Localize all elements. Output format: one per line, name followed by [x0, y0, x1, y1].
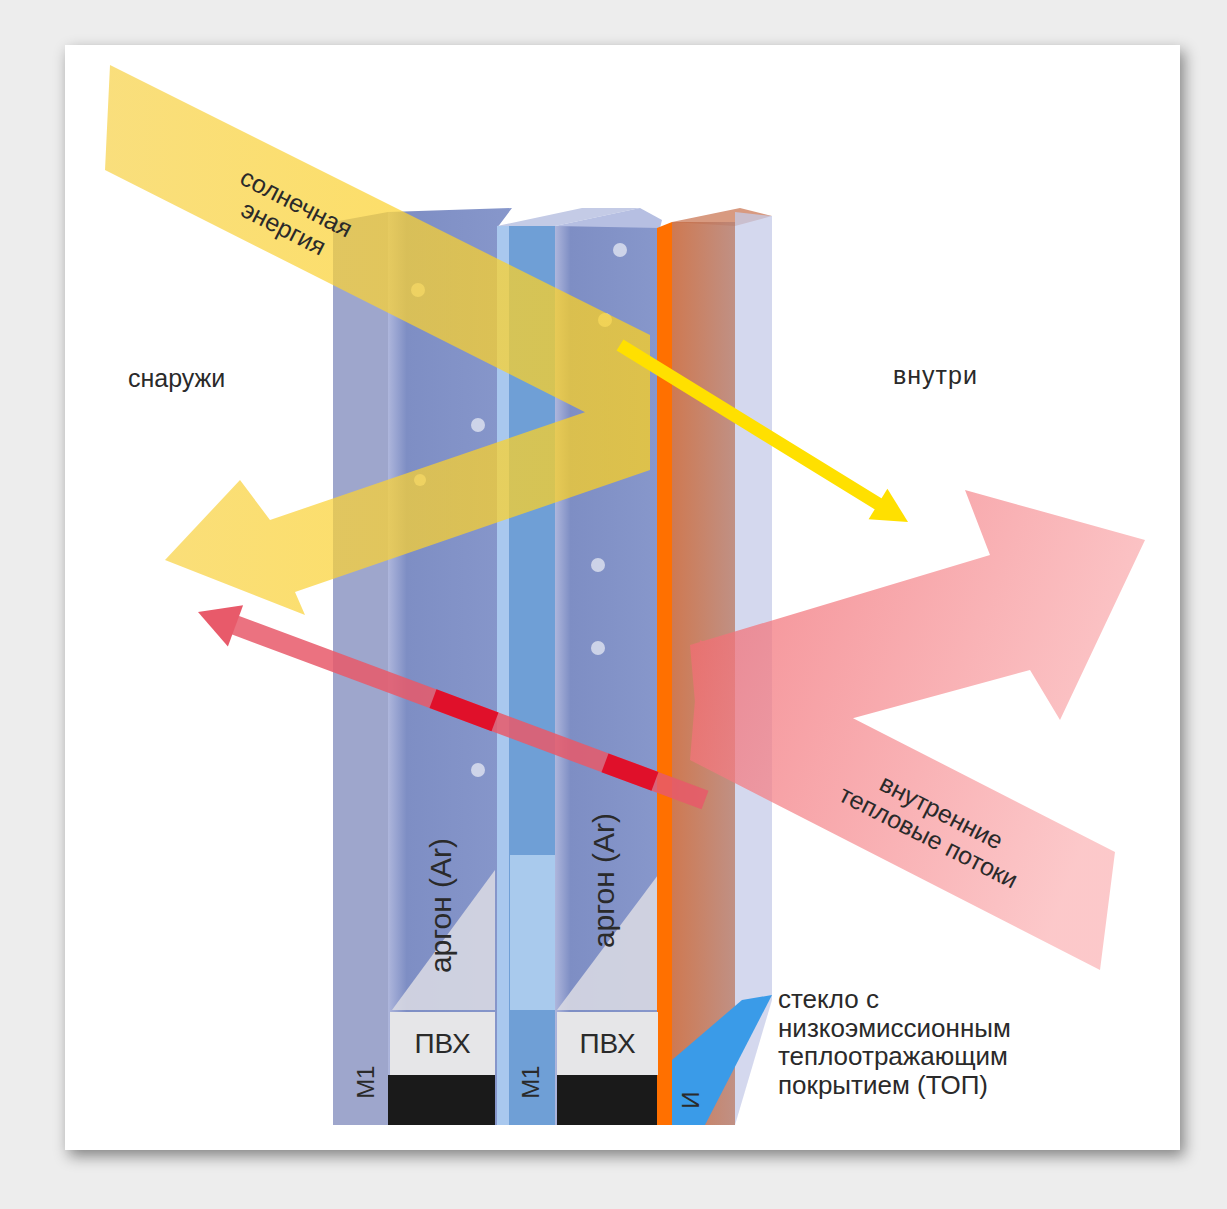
heat-loss-arrow — [235, 625, 705, 800]
glass-edge — [510, 855, 555, 1010]
glass-mark: М1 — [519, 1065, 545, 1098]
spacer-label: ПВХ — [414, 1028, 470, 1060]
spacer-bar — [557, 1075, 658, 1125]
gas-label: аргон (Ar) — [424, 837, 457, 972]
low-e-coating — [657, 222, 672, 1125]
heat-flow-arrow — [690, 490, 1145, 970]
arrow-label: солнечная энергия — [206, 154, 374, 276]
spacer-bar — [388, 1075, 495, 1125]
callout-text: стекло с низкоэмиссионным теплоотражающи… — [778, 985, 1078, 1099]
spacer-label: ПВХ — [579, 1028, 635, 1060]
glass-edge — [672, 995, 772, 1125]
glass-mark: М1 — [354, 1065, 380, 1098]
heat-loss-arrow — [605, 763, 655, 782]
solar-energy-arrow — [105, 65, 650, 615]
glass-mark: И — [679, 1091, 705, 1108]
spacer-box: ПВХ — [390, 1012, 495, 1075]
gas-label: аргон (Ar) — [587, 812, 620, 947]
transmitted-arrow — [620, 345, 880, 505]
glass-top — [555, 208, 662, 228]
arrow-label: внутренние тепловые потоки — [811, 743, 1059, 906]
region-label: снаружи — [128, 365, 225, 393]
heat-loss-arrow — [433, 699, 495, 722]
region-label: внутри — [893, 362, 978, 390]
spacer-box: ПВХ — [557, 1012, 658, 1075]
arrow-head — [869, 489, 908, 522]
arrow-head — [198, 605, 243, 646]
